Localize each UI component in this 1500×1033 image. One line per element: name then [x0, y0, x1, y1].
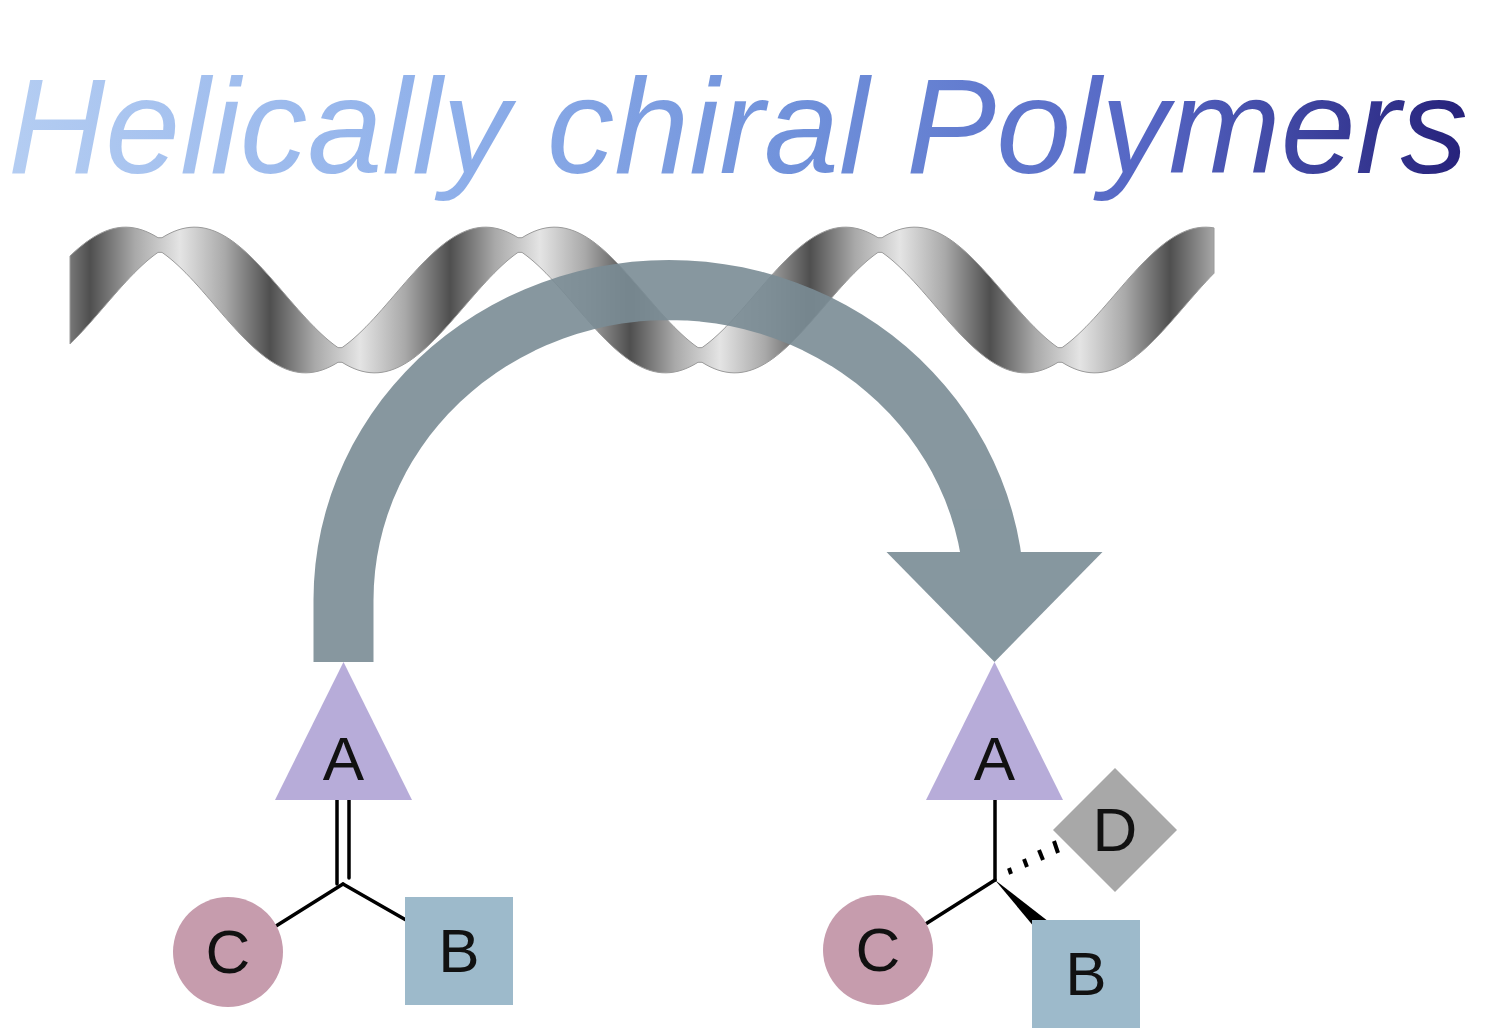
diamond-group: D: [1053, 768, 1177, 892]
single-bond: [993, 800, 997, 880]
double-bond: [347, 800, 351, 878]
triangle-group: A: [275, 662, 412, 800]
circle-group: C: [173, 897, 283, 1007]
square-group: B: [405, 897, 513, 1005]
single-bond: [924, 880, 995, 925]
triangle-group: A: [926, 662, 1063, 800]
curved-arrow: [344, 290, 1103, 662]
arrow-shaft: [344, 290, 995, 662]
circle-group: C: [823, 895, 933, 1005]
single-bond: [276, 884, 343, 926]
hashed-bond: [1009, 841, 1058, 874]
square-group: B: [1032, 920, 1140, 1028]
arrow-head: [887, 552, 1103, 662]
group-letter: C: [856, 919, 901, 981]
group-letter: A: [323, 728, 364, 790]
single-bond: [343, 884, 406, 920]
group-letter: B: [1065, 943, 1106, 1005]
double-bond: [335, 800, 339, 884]
group-letter: D: [1093, 799, 1138, 861]
group-letter: A: [974, 728, 1015, 790]
group-letter: B: [438, 920, 479, 982]
title: Helically chiral Polymers: [8, 50, 1468, 205]
group-letter: C: [206, 921, 251, 983]
